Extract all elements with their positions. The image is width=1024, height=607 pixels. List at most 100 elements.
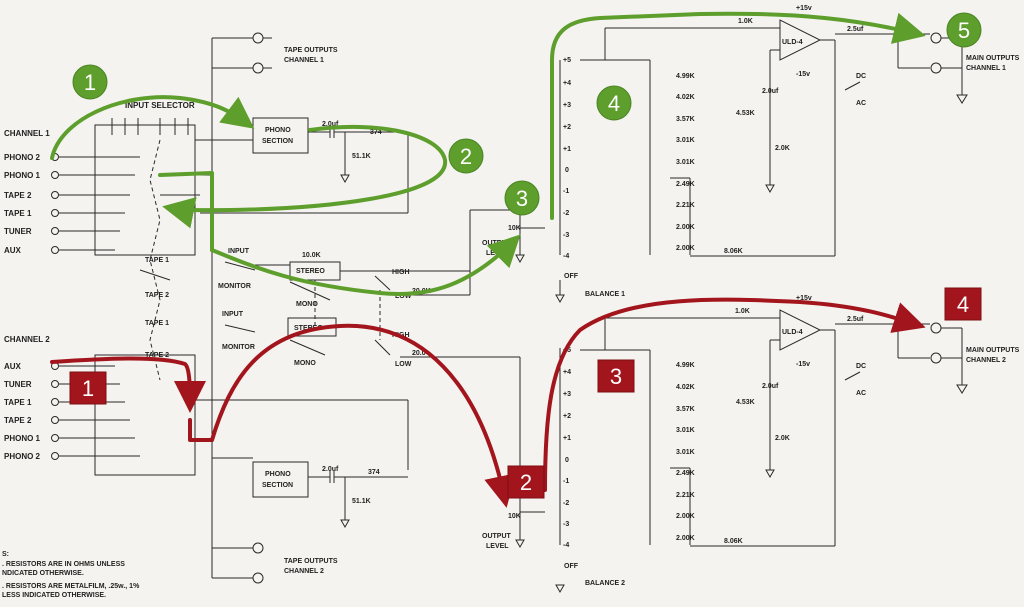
ch1-input-phono1: PHONO 1 (4, 171, 41, 180)
ch1-tape2-label: TAPE 2 (145, 292, 169, 299)
ch2-input-phono2: PHONO 2 (4, 452, 41, 461)
channel2-input-selector (94, 354, 196, 476)
ch1-opamp-label: ULD-4 (782, 39, 803, 46)
note-line-3: . RESISTORS ARE METALFILM, .25w., 1% (2, 583, 140, 590)
ch2-off-label: OFF (564, 563, 579, 570)
ch2-phono-section-box (252, 461, 309, 498)
ch1-off-label: OFF (564, 273, 579, 280)
ch1-step-9: -4 (563, 253, 569, 260)
ch1-capout-label: 2.5uf (847, 26, 864, 33)
ch2-ladder-4: 3.01K (676, 449, 695, 456)
note-line-1: . RESISTORS ARE IN OHMS UNLESS (2, 561, 125, 568)
ch1-input-aux: AUX (4, 246, 22, 255)
ch1-dc-label: DC (856, 73, 866, 80)
ch2-step-4: +1 (563, 435, 571, 442)
ch2-phono-label-2: SECTION (262, 482, 293, 489)
svg-text:2: 2 (460, 144, 472, 169)
ch1-step-6: -1 (563, 188, 569, 195)
ch1-step-0: +5 (563, 57, 571, 64)
svg-text:5: 5 (958, 18, 970, 43)
ch2-phono-label-1: PHONO (265, 471, 291, 478)
ch1-res453k-label: 4.53K (736, 110, 755, 117)
ch1-step-4: +1 (563, 146, 571, 153)
ch2-tape-outputs-2: CHANNEL 2 (284, 568, 324, 575)
ch1-mono-label: MONO (296, 301, 318, 308)
ch2-pot-label: 10K (508, 513, 521, 520)
ch2-ladder-7: 2.00K (676, 513, 695, 520)
ch1-high-label: HIGH (392, 269, 410, 276)
ch1-vpos-label: +15v (796, 5, 812, 12)
ch1-phono-section-box (252, 117, 309, 154)
ch1-pot-label: 10K (508, 225, 521, 232)
ch1-cap-label: 2.0uf (322, 121, 339, 128)
ch2-res20k-label: 20.0 (412, 350, 426, 357)
ch1-ladder-values: 4.99K 4.02K 3.57K 3.01K 3.01K 2.49K 2.21… (676, 73, 695, 252)
ch2-step-5: 0 (565, 457, 569, 464)
ch2-input-tuner: TUNER (4, 380, 32, 389)
ch2-main-outputs-2: CHANNEL 2 (966, 357, 1006, 364)
ch2-input-label: INPUT (222, 311, 244, 318)
ch2-output-level-1: OUTPUT (482, 533, 512, 540)
ch2-opamp-label: ULD-4 (782, 329, 803, 336)
ch1-ladder-2: 3.57K (676, 116, 695, 123)
ch1-ladder-7: 2.00K (676, 224, 695, 231)
note-line-0: S: (2, 551, 9, 558)
ch1-ladder-0: 4.99K (676, 73, 695, 80)
ch2-input-tape1: TAPE 1 (4, 398, 32, 407)
ch2-cap-label: 2.0uf (322, 466, 339, 473)
ch2-ladder-5: 2.49K (676, 470, 695, 477)
note-line-4: LESS INDICATED OTHERWISE. (2, 592, 106, 599)
ch1-tape-outputs-2: CHANNEL 1 (284, 57, 324, 64)
ch2-ladder-3: 3.01K (676, 427, 695, 434)
ch1-step-8: -3 (563, 232, 569, 239)
ch1-ac-label: AC (856, 100, 866, 107)
ch2-ac-label: AC (856, 390, 866, 397)
ch1-cap2-label: 2.0uf (762, 88, 779, 95)
red-signal-path (50, 297, 926, 508)
ch2-tape2-label: TAPE 2 (145, 352, 169, 359)
ch2-input-tape2: TAPE 2 (4, 416, 32, 425)
svg-text:4: 4 (957, 292, 969, 317)
ch2-mono-label: MONO (294, 360, 316, 367)
ch1-main-outputs-2: CHANNEL 1 (966, 65, 1006, 72)
ch1-step-7: -2 (563, 210, 569, 217)
ch2-res806k-label: 8.06K (724, 538, 743, 545)
svg-text:3: 3 (516, 186, 528, 211)
ch2-monitor-label: MONITOR (222, 344, 255, 351)
ch1-input-tuner: TUNER (4, 227, 32, 236)
ch1-tape-outputs-1: TAPE OUTPUTS (284, 47, 338, 54)
ch2-cap2-label: 2.0uf (762, 383, 779, 390)
ch2-vneg-label: -15v (796, 361, 810, 368)
ch1-res20k-b-label: 2.0K (775, 145, 790, 152)
ch2-step-6: -1 (563, 478, 569, 485)
ch1-input-tape1: TAPE 1 (4, 209, 32, 218)
ch1-phono-label-1: PHONO (265, 127, 291, 134)
ch2-balance-label: BALANCE 2 (585, 580, 625, 587)
svg-text:2: 2 (520, 470, 532, 495)
ch1-step-1: +4 (563, 80, 571, 87)
ch2-step-1: +4 (563, 369, 571, 376)
green-badge-1: 1 (72, 64, 108, 100)
ch2-ladder-6: 2.21K (676, 492, 695, 499)
ch1-res806k-label: 8.06K (724, 248, 743, 255)
red-badge-4: 4 (944, 287, 982, 321)
ch2-res453k-label: 4.53K (736, 399, 755, 406)
ch2-low-label: LOW (395, 361, 412, 368)
ch2-input-aux: AUX (4, 362, 22, 371)
ch1-res374-label: 374 (370, 129, 382, 136)
ch2-ladder-0: 4.99K (676, 362, 695, 369)
svg-text:3: 3 (610, 364, 622, 389)
channel1-title: CHANNEL 1 (4, 129, 50, 138)
channel1-input-jacks (51, 153, 140, 254)
ch1-step-5: 0 (565, 167, 569, 174)
ch2-res1k-label: 1.0K (735, 308, 750, 315)
ch1-ladder-3: 3.01K (676, 137, 695, 144)
ch2-step-2: +3 (563, 391, 571, 398)
green-badge-2: 2 (448, 138, 484, 174)
ch1-monitor-label: MONITOR (218, 283, 251, 290)
ch1-ladder-8: 2.00K (676, 245, 695, 252)
ch1-vneg-label: -15v (796, 71, 810, 78)
ch2-step-7: -2 (563, 500, 569, 507)
ch2-balance-steps: +5 +4 +3 +2 +1 0 -1 -2 -3 -4 (563, 347, 571, 549)
ch2-ladder-8: 2.00K (676, 535, 695, 542)
